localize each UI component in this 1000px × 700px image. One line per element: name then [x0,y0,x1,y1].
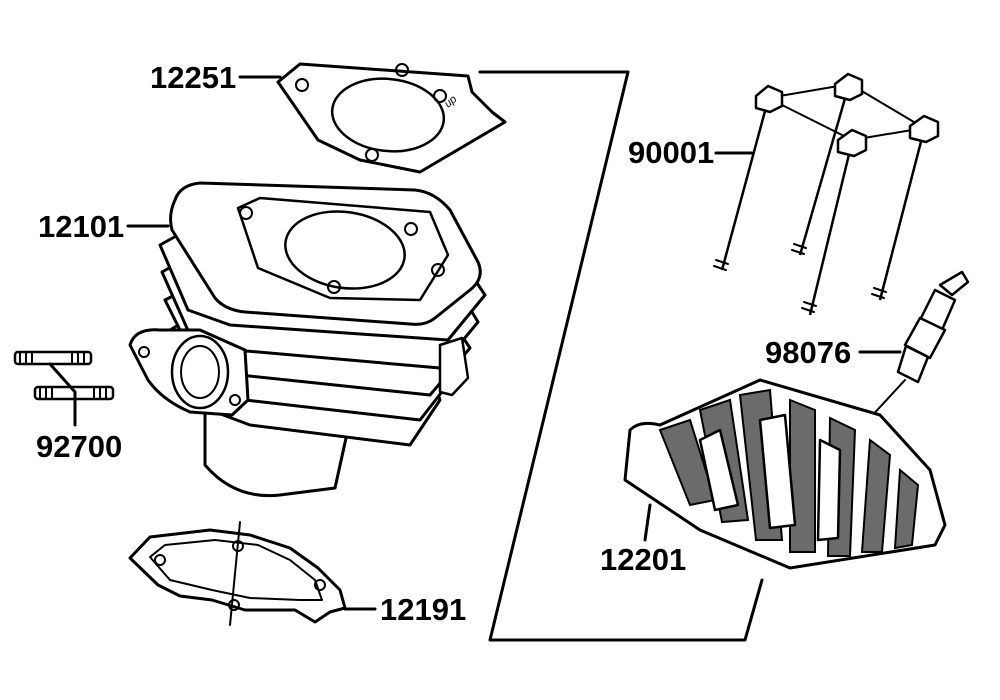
spark-plug-drawing [867,270,970,421]
part-label-90001: 90001 [628,135,714,170]
assembly-bracket [478,70,764,642]
base-gasket-drawing [128,521,347,626]
head-gasket-drawing: up [276,62,507,174]
part-label-98076: 98076 [765,335,851,370]
part-label-12201: 12201 [600,542,686,577]
studs-leader [48,362,77,427]
part-label-12101: 12101 [38,209,124,244]
leader-12201 [643,503,652,542]
studs-drawing [13,350,115,401]
cylinder-head-drawing [623,378,947,570]
part-label-92700: 92700 [36,429,122,464]
part-label-12251: 12251 [150,60,236,95]
cylinder-drawing [128,181,487,498]
part-label-12191: 12191 [380,592,466,627]
bolts-drawing [713,72,940,316]
